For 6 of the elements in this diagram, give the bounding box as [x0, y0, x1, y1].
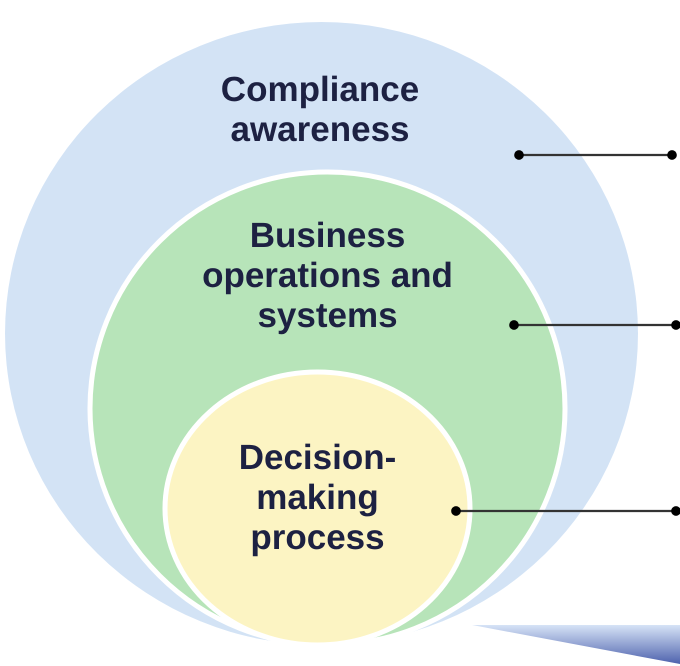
- region-label: Business operations and systems: [201, 216, 454, 336]
- leader-line: [451, 506, 680, 516]
- leader-line: [514, 150, 677, 160]
- region-label: Decision-making process: [238, 438, 398, 558]
- leader-line: [509, 320, 680, 330]
- region-label: Compliance awareness: [220, 70, 420, 150]
